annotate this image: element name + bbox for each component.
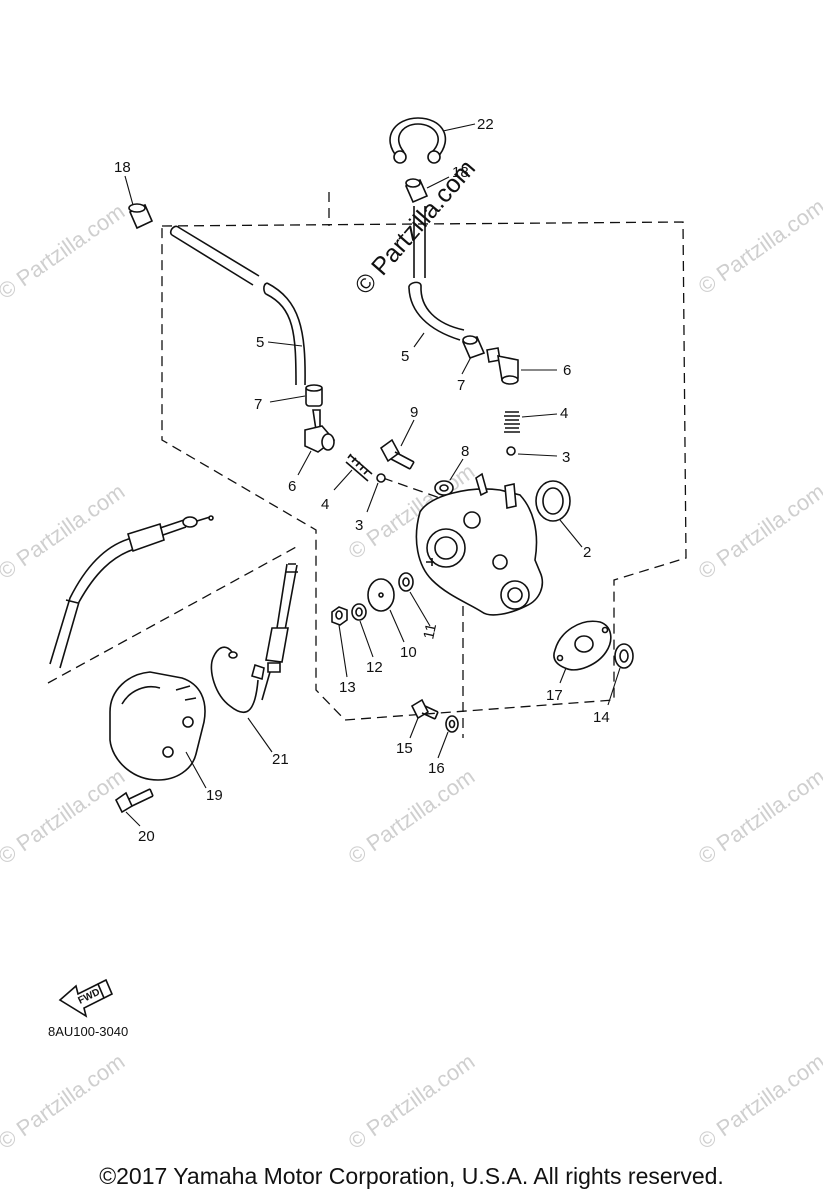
hose-clip-part — [389, 117, 476, 164]
callout-18: 18 — [114, 159, 131, 176]
fuel-hose-left-part — [169, 225, 306, 386]
callout-4: 4 — [560, 405, 568, 422]
callout-16: 16 — [428, 760, 445, 777]
pump-cable-part — [210, 563, 298, 753]
assembly-boundary — [47, 192, 687, 738]
copyright-notice: ©2017 Yamaha Motor Corporation, U.S.A. A… — [99, 1163, 724, 1189]
callout-12: 12 — [366, 659, 383, 676]
hose-joint-part — [124, 175, 154, 230]
screw-part — [114, 788, 154, 827]
callout-5: 5 — [401, 348, 409, 365]
watermark: © Partzilla.com — [0, 199, 129, 305]
callout-7: 7 — [457, 377, 465, 394]
watermark: © Partzilla.com — [344, 1049, 480, 1155]
bolt-part — [409, 698, 439, 739]
pump-cover-part — [109, 671, 207, 789]
callout-14: 14 — [593, 709, 610, 726]
callout-6: 6 — [288, 478, 296, 495]
spring-part — [333, 453, 373, 491]
watermark: © Partzilla.com — [694, 764, 823, 870]
callout-13: 13 — [339, 679, 356, 696]
check-ball-part — [506, 446, 558, 457]
callout-18: 18 — [452, 164, 469, 181]
washer-part — [398, 572, 431, 627]
callout-19: 19 — [206, 787, 223, 804]
watermark: © Partzilla.com — [344, 764, 480, 870]
callout-labels: 22 18 18 5 5 7 7 6 6 4 4 3 3 9 8 2 11 10… — [114, 116, 610, 845]
watermark: © Partzilla.com — [0, 764, 129, 870]
callout-10: 10 — [400, 644, 417, 661]
hose-segment — [413, 206, 426, 278]
watermark: © Partzilla.com — [694, 479, 823, 585]
oil-seal-part — [535, 480, 583, 548]
lock-washer-part — [351, 603, 374, 658]
callout-15: 15 — [396, 740, 413, 757]
o-ring-part — [607, 643, 634, 706]
watermark: © Partzilla.com — [0, 1049, 129, 1155]
callout-11: 11 — [420, 622, 440, 641]
callout-8: 8 — [461, 443, 469, 460]
callout-22: 22 — [477, 116, 494, 133]
throttle-cable-part — [49, 515, 214, 669]
check-ball-part — [366, 473, 386, 513]
forward-arrow-icon: FWD — [58, 978, 114, 1018]
spring-part — [504, 411, 558, 433]
diagram-code: 8AU100-3040 — [48, 1024, 128, 1039]
fuel-hose-right-part — [408, 281, 465, 348]
callout-3: 3 — [562, 449, 570, 466]
callout-6: 6 — [563, 362, 571, 379]
hose-joint-part — [404, 176, 450, 204]
callout-2: 2 — [583, 544, 591, 561]
gasket-part — [553, 620, 612, 684]
callout-9: 9 — [410, 404, 418, 421]
bolt-part — [379, 419, 415, 470]
washer-part — [437, 715, 459, 759]
cover-plate-part — [367, 578, 405, 643]
nut-part — [331, 606, 348, 678]
callout-3: 3 — [355, 517, 363, 534]
hose-clamp-part — [461, 335, 486, 375]
callout-20: 20 — [138, 828, 155, 845]
oil-pump-body-part — [415, 472, 544, 616]
watermark-layer: © Partzilla.com © Partzilla.com © Partzi… — [0, 194, 823, 1155]
callout-5: 5 — [256, 334, 264, 351]
watermark: © Partzilla.com — [694, 1049, 823, 1155]
watermark: © Partzilla.com — [0, 479, 129, 585]
elbow-fitting-part — [486, 347, 557, 385]
hose-clamp-part — [269, 384, 323, 407]
callout-17: 17 — [546, 687, 563, 704]
watermark: © Partzilla.com — [694, 194, 823, 300]
elbow-fitting-part — [297, 409, 336, 476]
callout-21: 21 — [272, 751, 289, 768]
callout-7: 7 — [254, 396, 262, 413]
callout-4: 4 — [321, 496, 329, 513]
